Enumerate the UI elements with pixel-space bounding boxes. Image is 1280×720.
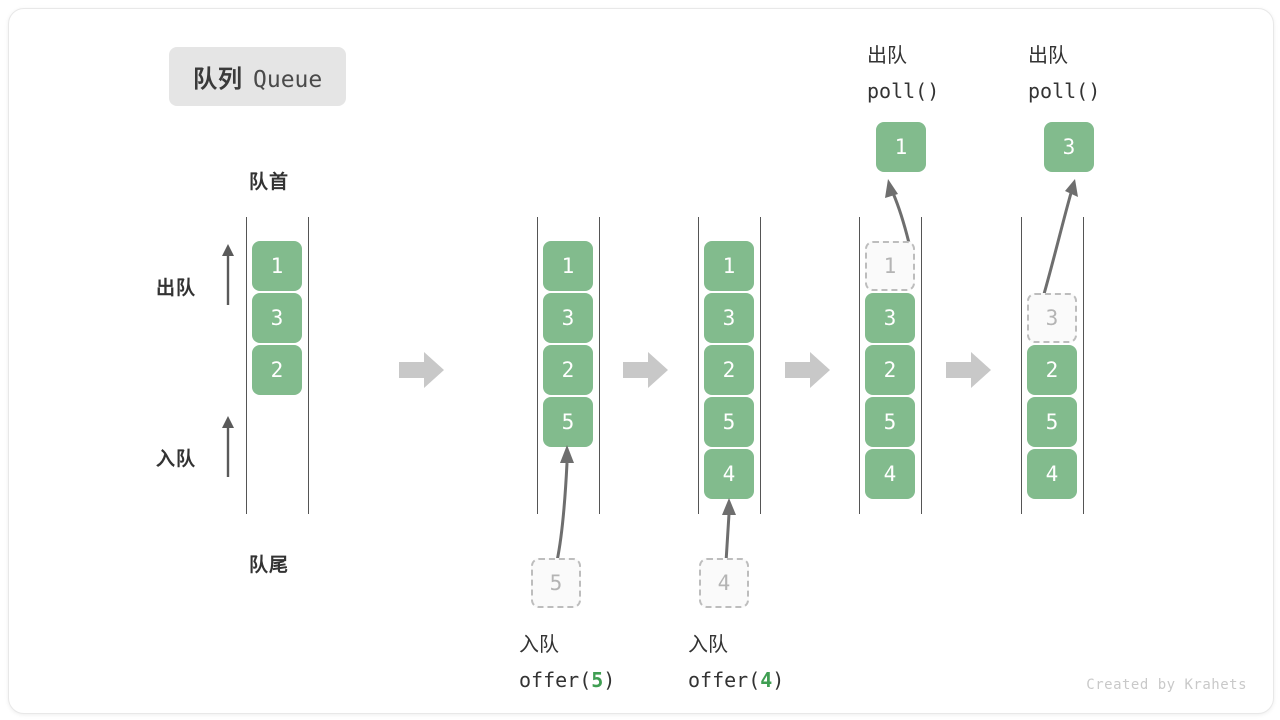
queue-tile: 4 [704, 449, 754, 499]
fn-prefix: offer( [519, 668, 592, 692]
credit-text: Created by Krahets [1086, 677, 1247, 693]
queue-head-label: 队首 [249, 172, 290, 193]
enqueue-4-arrow-icon [722, 498, 736, 563]
title-en: Queue [253, 67, 323, 93]
dequeue-side-label: 出队 [156, 278, 197, 299]
queue-tail-label: 队尾 [249, 555, 290, 576]
enqueue-ghost-tile: 5 [531, 558, 581, 608]
enqueue-4-caption-fn: offer(4) [688, 663, 784, 698]
title-badge: 队列 Queue [169, 47, 347, 106]
queue-tile: 2 [543, 345, 593, 395]
enqueue-5-caption: 入队 offer(5) [519, 628, 615, 698]
poll-3-arrow-icon [1040, 179, 1078, 302]
queue-tile: 5 [1027, 397, 1077, 447]
step-arrow-icon [399, 352, 444, 388]
step-arrow-icon [946, 352, 991, 388]
step-arrow-icon [623, 352, 668, 388]
fn-suffix: ) [772, 668, 785, 692]
queue-rail-left [1021, 217, 1022, 514]
poll-3-caption: 出队 poll() [1028, 39, 1100, 109]
enqueue-side-label: 入队 [156, 449, 197, 470]
fn-value: 5 [591, 668, 604, 692]
queue-rail-left [698, 217, 699, 514]
queue-tile: 2 [704, 345, 754, 395]
title-cn: 队列 [193, 66, 243, 93]
queue-tile-ghost: 3 [1027, 293, 1077, 343]
queue-tile: 3 [543, 293, 593, 343]
queue-rail-right [760, 217, 761, 514]
queue-tile: 4 [865, 449, 915, 499]
step-arrow-icon [785, 352, 830, 388]
queue-tile: 2 [252, 345, 302, 395]
queue-tile: 2 [865, 345, 915, 395]
queue-tile: 3 [704, 293, 754, 343]
poll-1-caption-fn: poll() [867, 79, 940, 103]
queue-tile: 5 [543, 397, 593, 447]
queue-rail-left [537, 217, 538, 514]
poll-3-caption-cn: 出队 [1028, 45, 1068, 67]
queue-rail-right [308, 217, 309, 514]
queue-rail-right [1083, 217, 1084, 514]
polled-tile: 1 [876, 122, 926, 172]
enqueue-5-arrow-icon [555, 445, 574, 562]
queue-tile-ghost: 1 [865, 241, 915, 291]
queue-rail-left [859, 217, 860, 514]
poll-1-arrow-icon [885, 179, 911, 244]
fn-prefix: offer( [688, 668, 761, 692]
poll-1-caption: 出队 poll() [867, 39, 939, 109]
queue-tile: 5 [704, 397, 754, 447]
enqueue-5-caption-fn: offer(5) [519, 663, 615, 698]
enqueue-5-caption-cn: 入队 [519, 634, 559, 656]
diagram-canvas: 队列 Queue 队首 队尾 出队 入队 1 3 2 1 3 2 5 [8, 8, 1274, 714]
queue-rail-left [246, 217, 247, 514]
dequeue-up-arrow-icon [222, 244, 234, 305]
poll-1-caption-cn: 出队 [867, 45, 907, 67]
enqueue-up-arrow-icon [222, 416, 234, 477]
queue-tile: 3 [865, 293, 915, 343]
queue-tile: 1 [704, 241, 754, 291]
queue-tile: 2 [1027, 345, 1077, 395]
queue-tile: 1 [543, 241, 593, 291]
queue-rail-right [599, 217, 600, 514]
queue-tile-empty [1027, 241, 1077, 291]
enqueue-4-caption: 入队 offer(4) [688, 628, 784, 698]
enqueue-ghost-tile: 4 [699, 558, 749, 608]
queue-tile: 5 [865, 397, 915, 447]
queue-tile: 4 [1027, 449, 1077, 499]
fn-value: 4 [760, 668, 773, 692]
queue-tile: 1 [252, 241, 302, 291]
fn-suffix: ) [603, 668, 616, 692]
queue-tile: 3 [252, 293, 302, 343]
polled-tile: 3 [1044, 122, 1094, 172]
queue-rail-right [921, 217, 922, 514]
enqueue-4-caption-cn: 入队 [688, 634, 728, 656]
poll-3-caption-fn: poll() [1028, 79, 1101, 103]
